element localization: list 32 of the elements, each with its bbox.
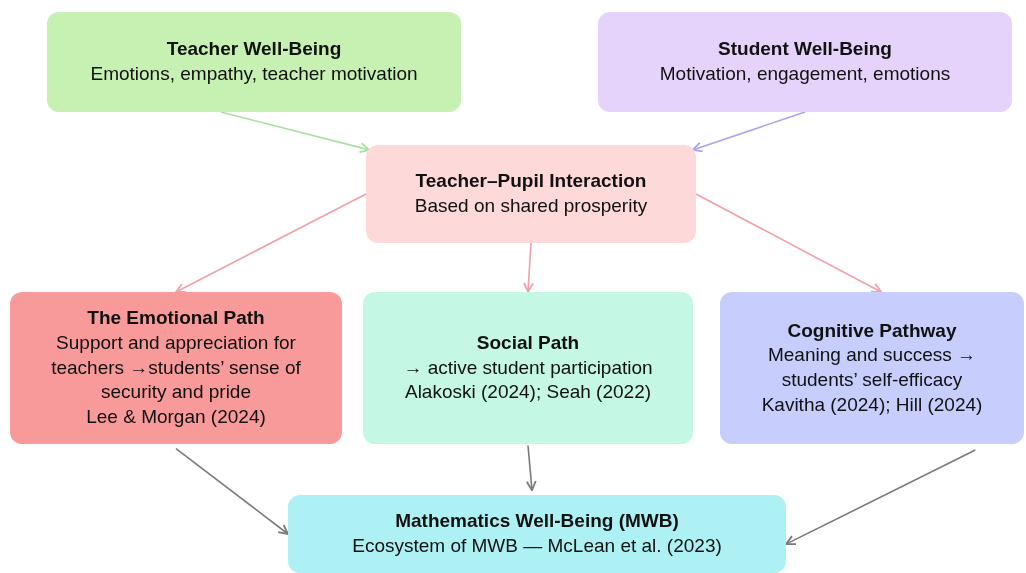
header-box [47,12,461,112]
box-heading: The Emotional Path [87,306,265,331]
outcome-box [288,495,786,573]
citation-text: Kavitha (2024); Hill (2024) [761,392,983,417]
arrow [175,447,289,535]
arrow [525,444,537,492]
box-description: Ecosystem of MWB — McLean et al. (2023) [352,534,722,558]
arrow [220,111,371,153]
box-description: Motivation, engagement, emotions [659,62,951,86]
box-heading: Student Well-Being [718,37,892,62]
path-box [10,292,342,444]
path-box [363,292,693,444]
box-description: Support and appreciation for teachers →students’ sense of security and pride [50,330,302,405]
box-heading: Social Path [476,330,580,355]
arrow [175,193,367,293]
citation-text: Lee & Morgan (2024) [86,405,266,430]
header-box [598,12,1012,112]
box-heading: Mathematics Well-Being (MWB) [395,509,679,534]
arrow [691,111,806,153]
box-heading: Cognitive Pathway [787,318,957,343]
box-description: Meaning and success → students’ self-efficacy [766,343,978,392]
box-heading: Teacher Well-Being [166,37,342,62]
arrow [523,242,534,293]
box-description: Based on shared prosperity [414,194,648,218]
box-description: Emotions, empathy, teacher motivation [90,62,418,86]
process-box [366,145,696,243]
arrow [695,193,882,293]
path-box [720,292,1024,444]
box-heading: Teacher–Pupil Interaction [415,169,647,194]
arrow [785,449,977,546]
citation-text: Alakoski (2024); Seah (2022) [404,380,652,405]
box-description: → active student participation [403,355,653,380]
